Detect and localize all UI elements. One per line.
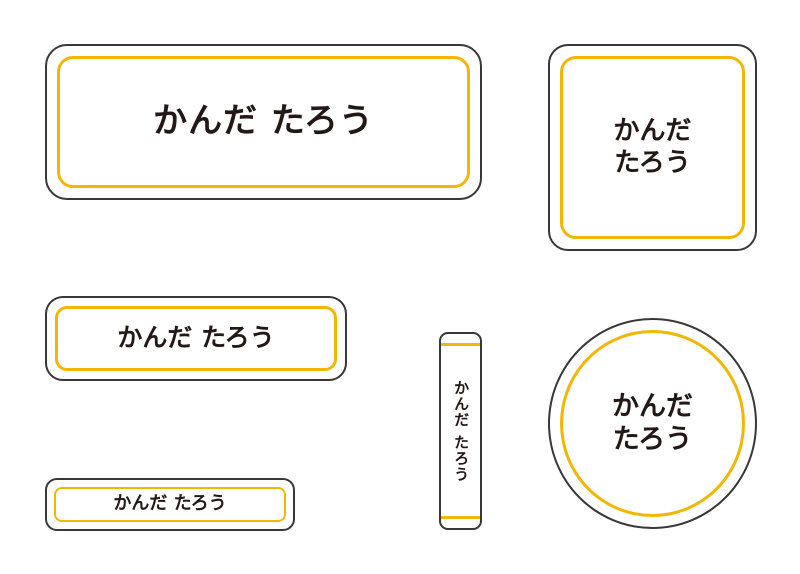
large-rect-yellow-frame: かんだ たろう <box>57 56 470 188</box>
large-rect-name-label: かんだ たろう <box>45 44 482 200</box>
vertical-strip-top-yellow-line <box>441 343 480 346</box>
vertical-strip-name-text: かんだ たろう <box>452 379 471 483</box>
vertical-strip-name-label: かんだ たろう <box>439 332 482 530</box>
square-name-label: かんだ たろう <box>548 44 757 251</box>
square-name-text: かんだ たろう <box>613 116 692 178</box>
square-yellow-frame: かんだ たろう <box>560 56 745 239</box>
vertical-strip-bottom-yellow-line <box>441 516 480 519</box>
medium-rect-name-label: かんだ たろう <box>45 296 347 381</box>
medium-rect-name-text: かんだ たろう <box>117 323 275 353</box>
large-rect-name-text: かんだ たろう <box>153 101 374 142</box>
small-rect-name-text: かんだ たろう <box>113 493 227 515</box>
circle-name-label: かんだ たろう <box>548 318 757 529</box>
small-rect-yellow-frame: かんだ たろう <box>54 487 286 522</box>
small-rect-name-label: かんだ たろう <box>45 478 295 531</box>
circle-name-text: かんだ たろう <box>612 391 693 455</box>
circle-yellow-frame: かんだ たろう <box>560 330 745 517</box>
medium-rect-yellow-frame: かんだ たろう <box>55 306 337 371</box>
